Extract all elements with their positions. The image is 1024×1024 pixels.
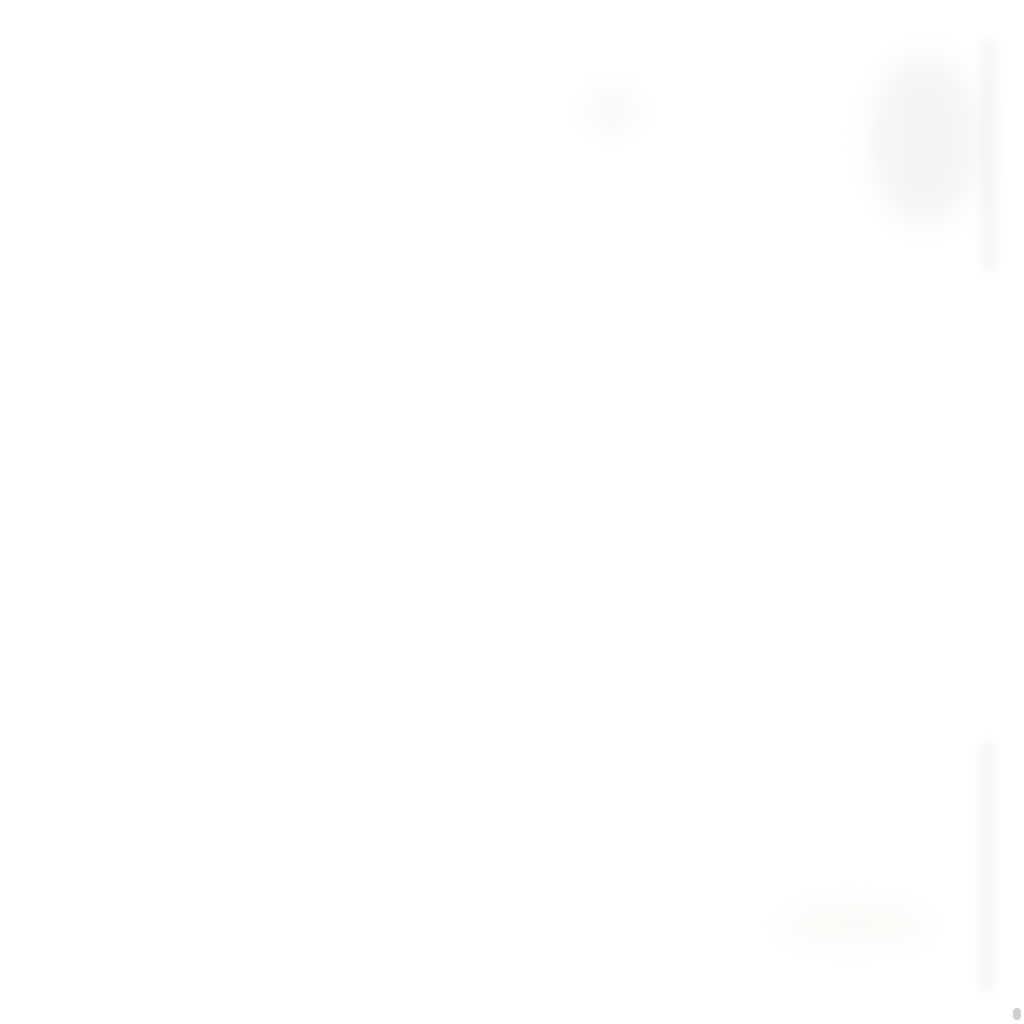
faint-smudge: [870, 55, 980, 225]
faint-smudge: [590, 92, 634, 128]
faint-smudge: [780, 905, 930, 945]
corner-dot-icon: [1013, 1008, 1021, 1020]
edge-shadow: [982, 740, 992, 990]
edge-shadow: [984, 40, 994, 270]
